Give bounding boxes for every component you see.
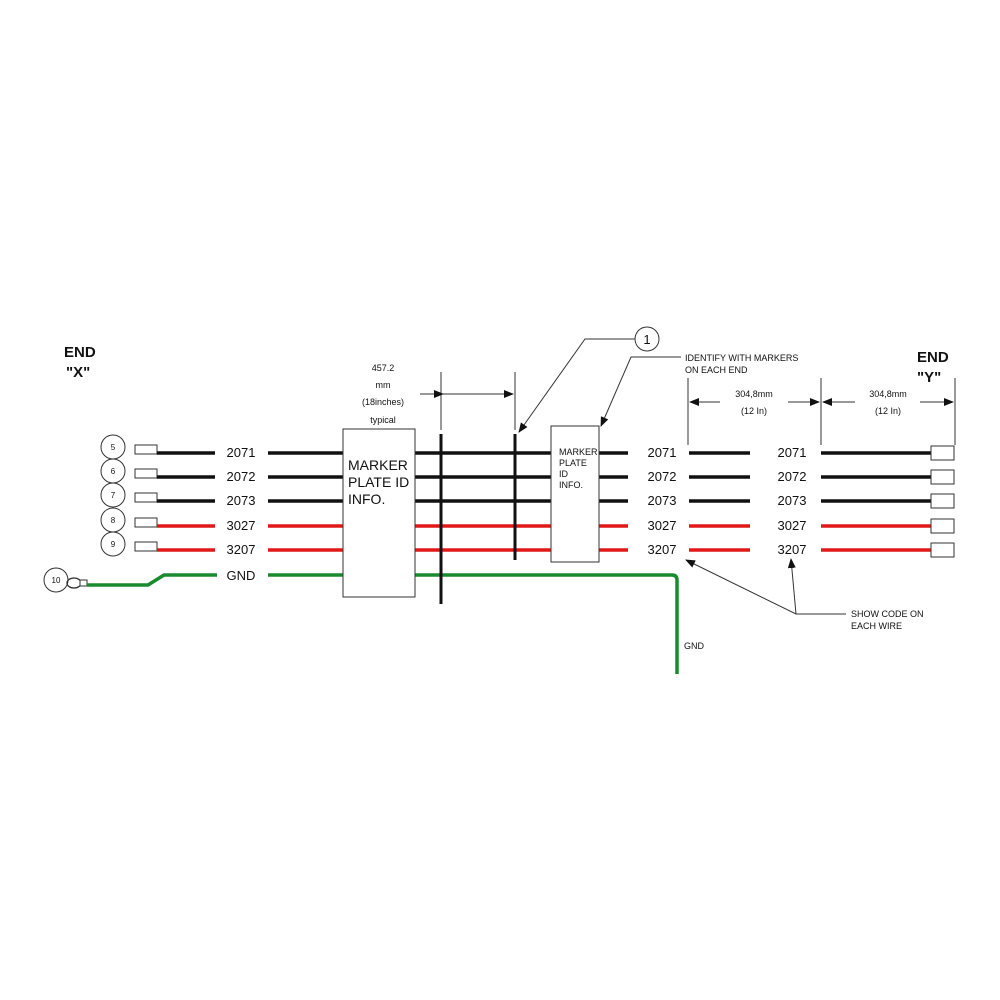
y-end-terminal-7	[930, 493, 955, 509]
wire-code-mid-2071: 2071	[648, 445, 677, 460]
x-end-terminal-7	[134, 492, 158, 503]
callout-1-number: 1	[643, 332, 650, 347]
callout-circle-7	[100, 482, 126, 508]
ground-label: GND	[227, 568, 256, 583]
callout-number-8: 8	[111, 516, 116, 525]
end-y-label-line2: "Y"	[917, 369, 941, 386]
marker-plate-small-line3: ID	[559, 469, 569, 479]
spacing-dim-line2: mm	[376, 380, 391, 390]
end-dim-2-value: 304,8mm	[869, 389, 907, 399]
callout-circle-9	[100, 531, 126, 557]
end-dimensions: 304,8mm (12 In) 304,8mm (12 In)	[687, 378, 956, 445]
marker-plate-small-line2: PLATE	[559, 458, 587, 468]
end-x-label-line1: END	[64, 344, 96, 361]
wire-code-y-2071: 2071	[778, 445, 807, 460]
wire-code-x-2071: 2071	[227, 445, 256, 460]
marker-plate-main-line1: MARKER	[348, 457, 408, 473]
spacing-dim-line3: (18inches)	[362, 397, 404, 407]
marker-plate-small-line4: INFO.	[559, 480, 583, 490]
marker-plate-main-line3: INFO.	[348, 491, 385, 507]
end-x-label-line2: "X"	[66, 364, 90, 381]
ground-wire: 10 GND GND	[43, 567, 705, 674]
wire-code-y-3027: 3027	[778, 518, 807, 533]
wire-code-mid-2072: 2072	[648, 469, 677, 484]
spacing-dim-line1: 457.2	[372, 363, 395, 373]
callout-1-note-line1: IDENTIFY WITH MARKERS	[685, 353, 798, 363]
x-end-terminal-6	[134, 468, 158, 479]
ground-drop-label: GND	[684, 641, 705, 651]
marker-plate-small-line1: MARKER	[559, 447, 598, 457]
ground-wire-right	[268, 573, 679, 674]
wire-code-x-3207: 3207	[227, 542, 256, 557]
callout-number-5: 5	[111, 443, 116, 452]
end-dim-2-sub: (12 In)	[875, 406, 901, 416]
callout-number-6: 6	[111, 467, 116, 476]
callout-number-ground: 10	[52, 576, 61, 585]
ground-wire-left	[87, 573, 217, 587]
x-end-terminal-5	[134, 444, 158, 455]
y-end-terminal-5	[930, 445, 955, 461]
x-end-terminal-8	[134, 517, 158, 528]
marker-plate-main: MARKER PLATE ID INFO.	[342, 428, 416, 598]
callout-number-9: 9	[111, 540, 116, 549]
y-end-terminal-9	[930, 542, 955, 558]
callout-number-7: 7	[111, 491, 116, 500]
callout-1-note-line2: ON EACH END	[685, 365, 748, 375]
wire-code-x-2073: 2073	[227, 493, 256, 508]
wire-code-y-2073: 2073	[778, 493, 807, 508]
ring-terminal-barrel-icon	[79, 579, 88, 587]
wire-code-mid-3207: 3207	[648, 542, 677, 557]
callout-1: 1 IDENTIFY WITH MARKERS ON EACH END	[518, 326, 798, 433]
end-y-label-line1: END	[917, 349, 949, 366]
x-end-terminal-9	[134, 541, 158, 552]
spacing-dimension: 457.2 mm (18inches) typical	[362, 363, 516, 430]
wire-code-y-2072: 2072	[778, 469, 807, 484]
marker-plate-main-line2: PLATE ID	[348, 474, 409, 490]
y-end-terminal-6	[930, 469, 955, 485]
marker-plate-small: MARKER PLATE ID INFO.	[550, 425, 600, 563]
end-dim-1-sub: (12 In)	[741, 406, 767, 416]
code-note: SHOW CODE ON EACH WIRE	[685, 558, 924, 631]
code-note-line2: EACH WIRE	[851, 621, 902, 631]
wire-code-x-2072: 2072	[227, 469, 256, 484]
ring-terminal-icon	[66, 577, 82, 589]
code-note-line1: SHOW CODE ON	[851, 609, 924, 619]
y-end-terminal-8	[930, 518, 955, 534]
end-dim-1-value: 304,8mm	[735, 389, 773, 399]
spacing-dim-line4: typical	[370, 415, 396, 425]
wire-code-mid-2073: 2073	[648, 493, 677, 508]
wire-code-y-3207: 3207	[778, 542, 807, 557]
wire-code-mid-3027: 3027	[648, 518, 677, 533]
wire-code-x-3027: 3027	[227, 518, 256, 533]
wires-layer: 5 2071 2071 2071 6 2072 2072 2072 7 2073 2073 2073 8…	[100, 434, 955, 558]
